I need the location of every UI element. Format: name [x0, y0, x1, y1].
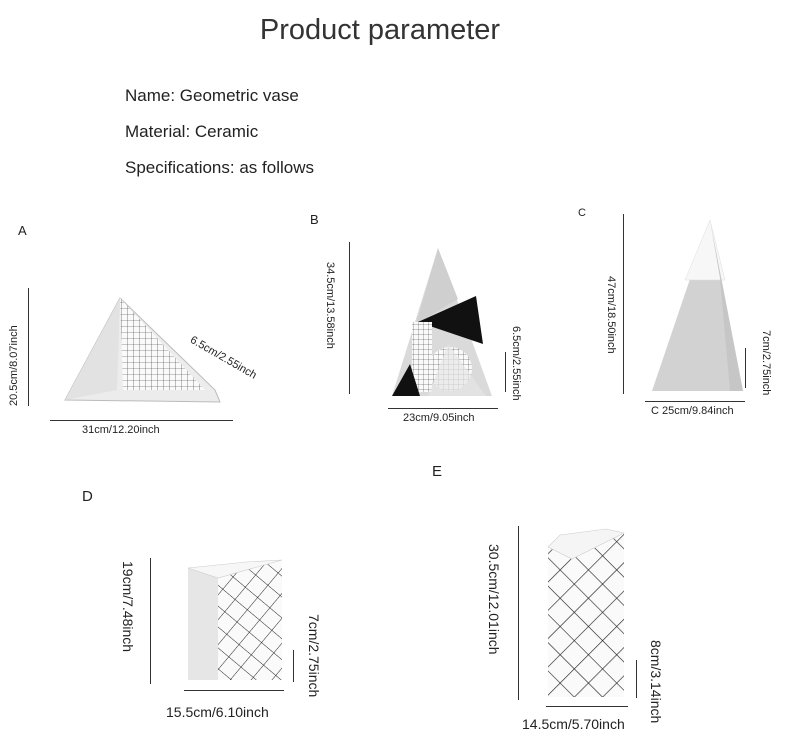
b-depth-dim: 6.5cm/2.55inch: [510, 326, 522, 401]
c-width-dim: C 25cm/9.84inch: [651, 405, 734, 417]
c-depth-dim: 7cm/2.75inch: [760, 330, 772, 396]
d-height-line: [150, 558, 151, 684]
e-width-dim: 14.5cm/5.70inch: [522, 716, 625, 732]
e-depth-line: [636, 660, 637, 698]
page-title: Product parameter: [259, 14, 501, 46]
b-width-dim: 23cm/9.05inch: [403, 412, 475, 424]
c-width-prefix: C: [651, 405, 659, 417]
vase-c-image: [652, 219, 743, 391]
c-width-value: 25cm/9.84inch: [662, 405, 734, 417]
vase-e-image: [547, 528, 625, 697]
c-height-line: [623, 214, 624, 394]
e-width-line: [546, 706, 628, 707]
product-d-label: D: [82, 488, 93, 505]
a-height-dim: 20.5cm/8.07inch: [8, 325, 20, 406]
e-height-line: [518, 526, 519, 700]
specs-line: Specifications: as follows: [125, 158, 314, 177]
a-width-dim: 31cm/12.20inch: [82, 424, 160, 436]
a-width-line: [50, 420, 233, 421]
c-width-line: [645, 401, 745, 402]
material-line: Material: Ceramic: [125, 122, 259, 141]
d-height-dim: 19cm/7.48inch: [120, 561, 136, 653]
d-width-dim: 15.5cm/6.10inch: [166, 704, 269, 720]
c-depth-line: [745, 348, 746, 388]
product-a-label: A: [18, 223, 27, 238]
d-depth-dim: 7cm/2.75inch: [306, 614, 322, 698]
d-width-line: [184, 690, 284, 691]
name-line: Name: Geometric vase: [125, 86, 299, 105]
b-width-line: [388, 408, 498, 409]
product-c-label: C: [578, 207, 586, 219]
product-e-label: E: [432, 463, 443, 480]
e-depth-dim: 8cm/3.14inch: [648, 640, 664, 724]
vase-b-image: [392, 248, 492, 396]
b-depth-line: [505, 352, 506, 392]
d-depth-line: [293, 650, 294, 682]
product-b-label: B: [310, 212, 319, 227]
vase-d-image: [187, 559, 283, 680]
e-height-dim: 30.5cm/12.01inch: [486, 544, 502, 655]
a-height-line: [28, 288, 29, 406]
b-height-dim: 34.5cm/13.58inch: [324, 262, 336, 349]
vase-a-image: [64, 297, 221, 403]
c-height-dim: 47cm/18.50inch: [605, 276, 617, 354]
b-height-line: [349, 242, 350, 394]
